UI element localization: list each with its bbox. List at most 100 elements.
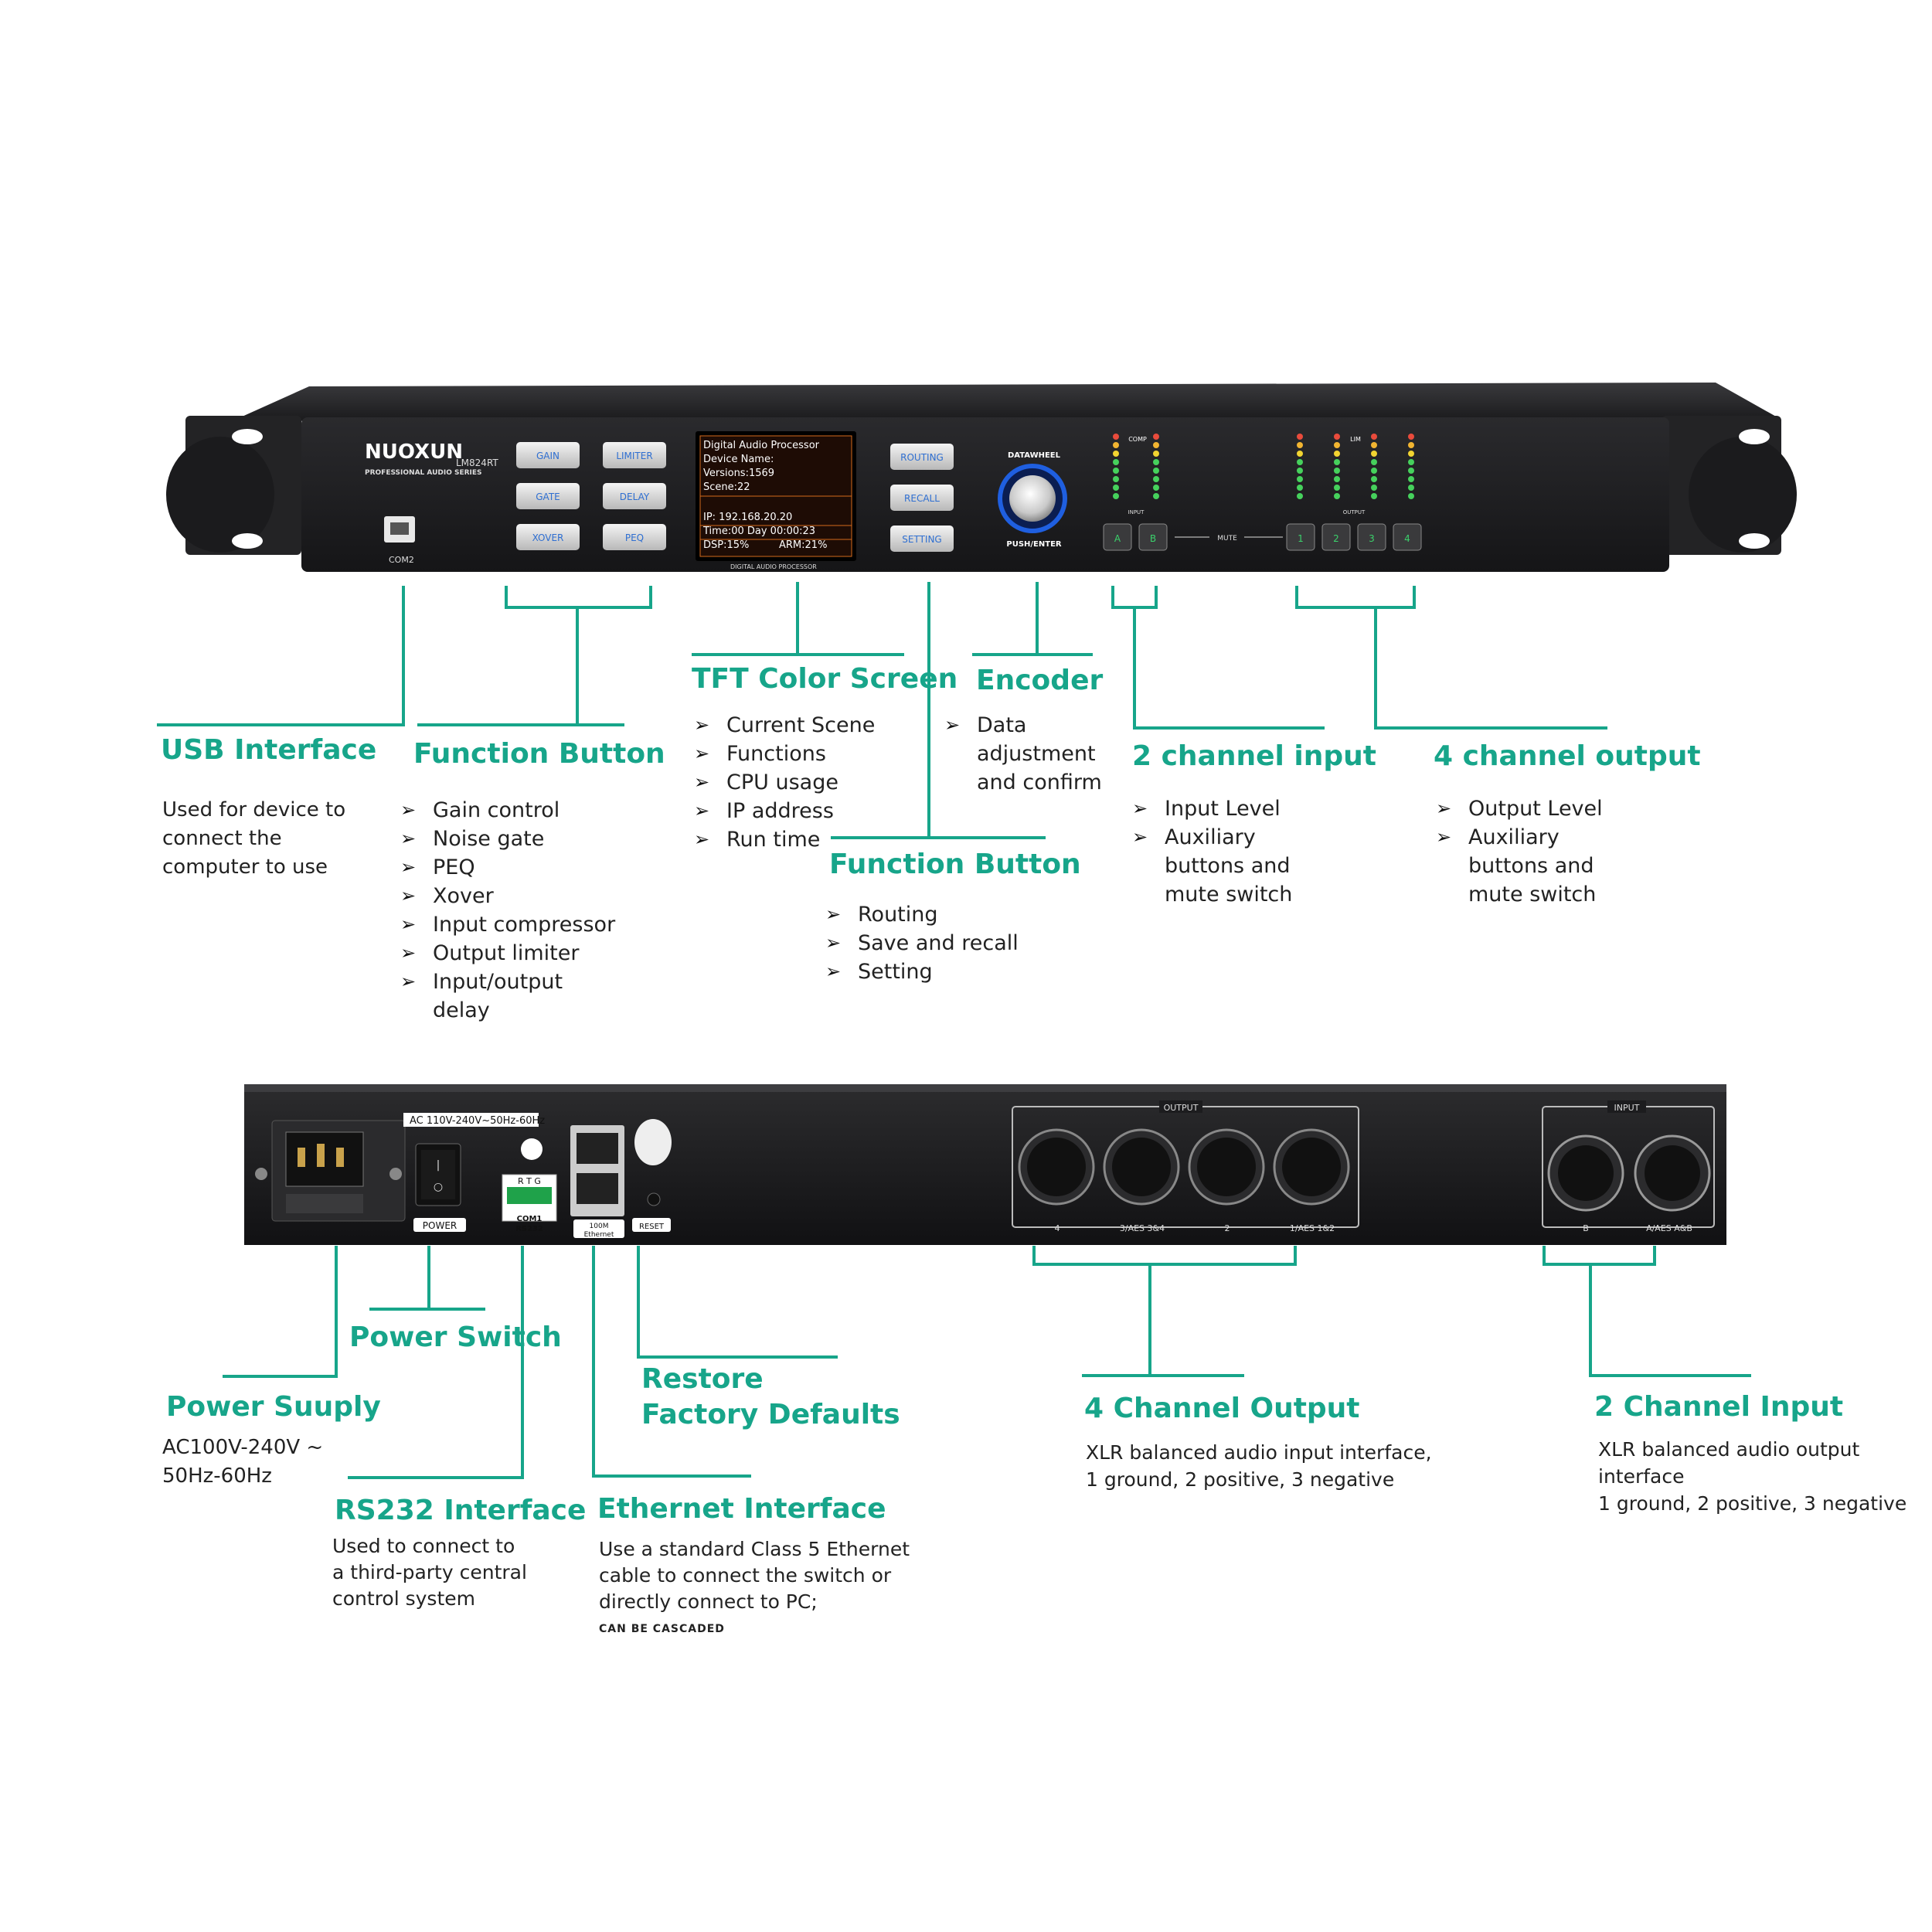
- svg-text:3/AES 3&4: 3/AES 3&4: [1120, 1223, 1165, 1233]
- meter-led: [1334, 442, 1340, 448]
- connector-line: [1413, 586, 1416, 607]
- list-item: Setting: [825, 957, 1019, 986]
- usb-interface-title: USB Interface: [161, 734, 377, 766]
- sticker-icon: [634, 1119, 672, 1165]
- connector-line: [417, 723, 624, 726]
- meter-led: [1334, 493, 1340, 499]
- connector-line: [521, 1246, 524, 1479]
- power-supply-title: Power Suuply: [166, 1391, 381, 1423]
- list-item: PEQ: [400, 853, 615, 882]
- output-3-button[interactable]: [1357, 523, 1386, 551]
- meter-led: [1371, 459, 1377, 465]
- recall-button[interactable]: [890, 485, 954, 511]
- two-channel-input-rear-title: 2 Channel Input: [1594, 1391, 1844, 1423]
- output-2-button[interactable]: [1321, 523, 1351, 551]
- peq-button[interactable]: [603, 524, 666, 550]
- svg-text:SETTING: SETTING: [902, 534, 941, 545]
- front-chassis-top: [232, 383, 1777, 421]
- svg-text:B: B: [1583, 1223, 1589, 1233]
- input-b-button[interactable]: [1138, 523, 1168, 551]
- list-item: Run time: [694, 825, 875, 854]
- right-handle: [1689, 437, 1797, 553]
- xover-button[interactable]: [516, 524, 580, 550]
- meter-led: [1408, 493, 1414, 499]
- xlr-output-connectors: [1018, 1128, 1350, 1206]
- connector-line: [223, 1375, 338, 1378]
- meter-led: [1371, 476, 1377, 482]
- setting-button[interactable]: [890, 526, 954, 552]
- connector-line: [348, 1476, 524, 1479]
- svg-text:INPUT: INPUT: [1128, 509, 1145, 515]
- reset-button[interactable]: [647, 1192, 661, 1206]
- svg-text:LIMITER: LIMITER: [616, 451, 652, 461]
- connector-line: [1133, 606, 1136, 729]
- svg-text:RECALL: RECALL: [904, 493, 940, 504]
- connector-line: [576, 606, 579, 726]
- power-label: POWER: [423, 1220, 457, 1231]
- input-a-button[interactable]: [1103, 523, 1132, 551]
- connector-line: [1082, 1374, 1244, 1377]
- model-label: LM824RT: [456, 457, 498, 468]
- output-meters: LIM OUTPUT: [1343, 436, 1366, 515]
- connector-line: [427, 1246, 430, 1310]
- routing-button[interactable]: [890, 444, 954, 470]
- connector-line: [402, 586, 405, 726]
- four-channel-output-rear-desc: XLR balanced audio input interface, 1 gr…: [1086, 1441, 1432, 1491]
- svg-text:2: 2: [1225, 1223, 1230, 1233]
- list-item: Save and recall: [825, 929, 1019, 957]
- limiter-button[interactable]: [603, 442, 666, 468]
- svg-text:XOVER: XOVER: [532, 532, 564, 543]
- two-channel-input-rear-desc: XLR balanced audio output interface 1 gr…: [1598, 1438, 1907, 1515]
- svg-text:OUTPUT: OUTPUT: [1164, 1103, 1199, 1113]
- connector-line: [1032, 1263, 1297, 1266]
- gain-button[interactable]: [516, 442, 580, 468]
- svg-text:LIM: LIM: [1350, 436, 1361, 443]
- connector-line: [1111, 586, 1114, 607]
- list-item: Auxiliary buttons and mute switch: [1436, 823, 1637, 909]
- gate-button[interactable]: [516, 483, 580, 509]
- series-label: PROFESSIONAL AUDIO SERIES: [365, 469, 482, 477]
- rs232-terminal[interactable]: [507, 1187, 552, 1204]
- svg-text:GAIN: GAIN: [536, 451, 560, 461]
- meter-led: [1113, 442, 1119, 448]
- connector-line: [796, 582, 799, 655]
- list-item: CPU usage: [694, 768, 875, 797]
- svg-text:RS232: RS232: [515, 1225, 543, 1233]
- connector-line: [972, 653, 1093, 656]
- screen-line: Digital Audio Processor: [703, 440, 820, 451]
- svg-text:Ethernet: Ethernet: [584, 1231, 614, 1239]
- svg-text:1/AES 1&2: 1/AES 1&2: [1290, 1223, 1335, 1233]
- screen-line: Scene:22: [703, 481, 750, 493]
- meter-led: [1334, 468, 1340, 474]
- meter-led: [1408, 485, 1414, 491]
- svg-text:3: 3: [1369, 533, 1375, 544]
- svg-text:COM1: COM1: [517, 1215, 543, 1223]
- ethernet-note: CAN BE CASCADED: [599, 1623, 725, 1635]
- meter-led: [1113, 451, 1119, 457]
- connector-line: [637, 1355, 838, 1359]
- meter-led: [1371, 468, 1377, 474]
- meter-led: [1153, 485, 1159, 491]
- screen-line: ARM:21%: [779, 539, 827, 551]
- meter-led: [1371, 451, 1377, 457]
- screen-caption: DIGITAL AUDIO PROCESSOR: [730, 563, 817, 570]
- meter-led: [1297, 434, 1303, 440]
- meter-led: [1153, 476, 1159, 482]
- list-item: Xover: [400, 882, 615, 910]
- function-button-2-title: Function Button: [829, 849, 1081, 880]
- connector-line: [369, 1308, 485, 1311]
- delay-button[interactable]: [603, 483, 666, 509]
- brand-logo: NUOXUN: [365, 440, 463, 464]
- connector-line: [1032, 1246, 1036, 1266]
- output-4-button[interactable]: [1393, 523, 1422, 551]
- four-channel-output-title: 4 channel output: [1434, 740, 1701, 772]
- two-channel-input-list: Input Level Auxiliary buttons and mute s…: [1132, 794, 1333, 909]
- meter-led: [1297, 442, 1303, 448]
- connector-line: [1589, 1374, 1751, 1377]
- screen-line: DSP:15%: [703, 539, 749, 551]
- list-item: Data adjustment and confirm: [944, 711, 1107, 797]
- output-1-button[interactable]: [1286, 523, 1315, 551]
- connector-line: [1374, 726, 1607, 730]
- left-function-buttons: GAIN LIMITER GATE DELAY XOVER PEQ: [516, 442, 666, 550]
- list-item: Input/output delay: [400, 968, 572, 1025]
